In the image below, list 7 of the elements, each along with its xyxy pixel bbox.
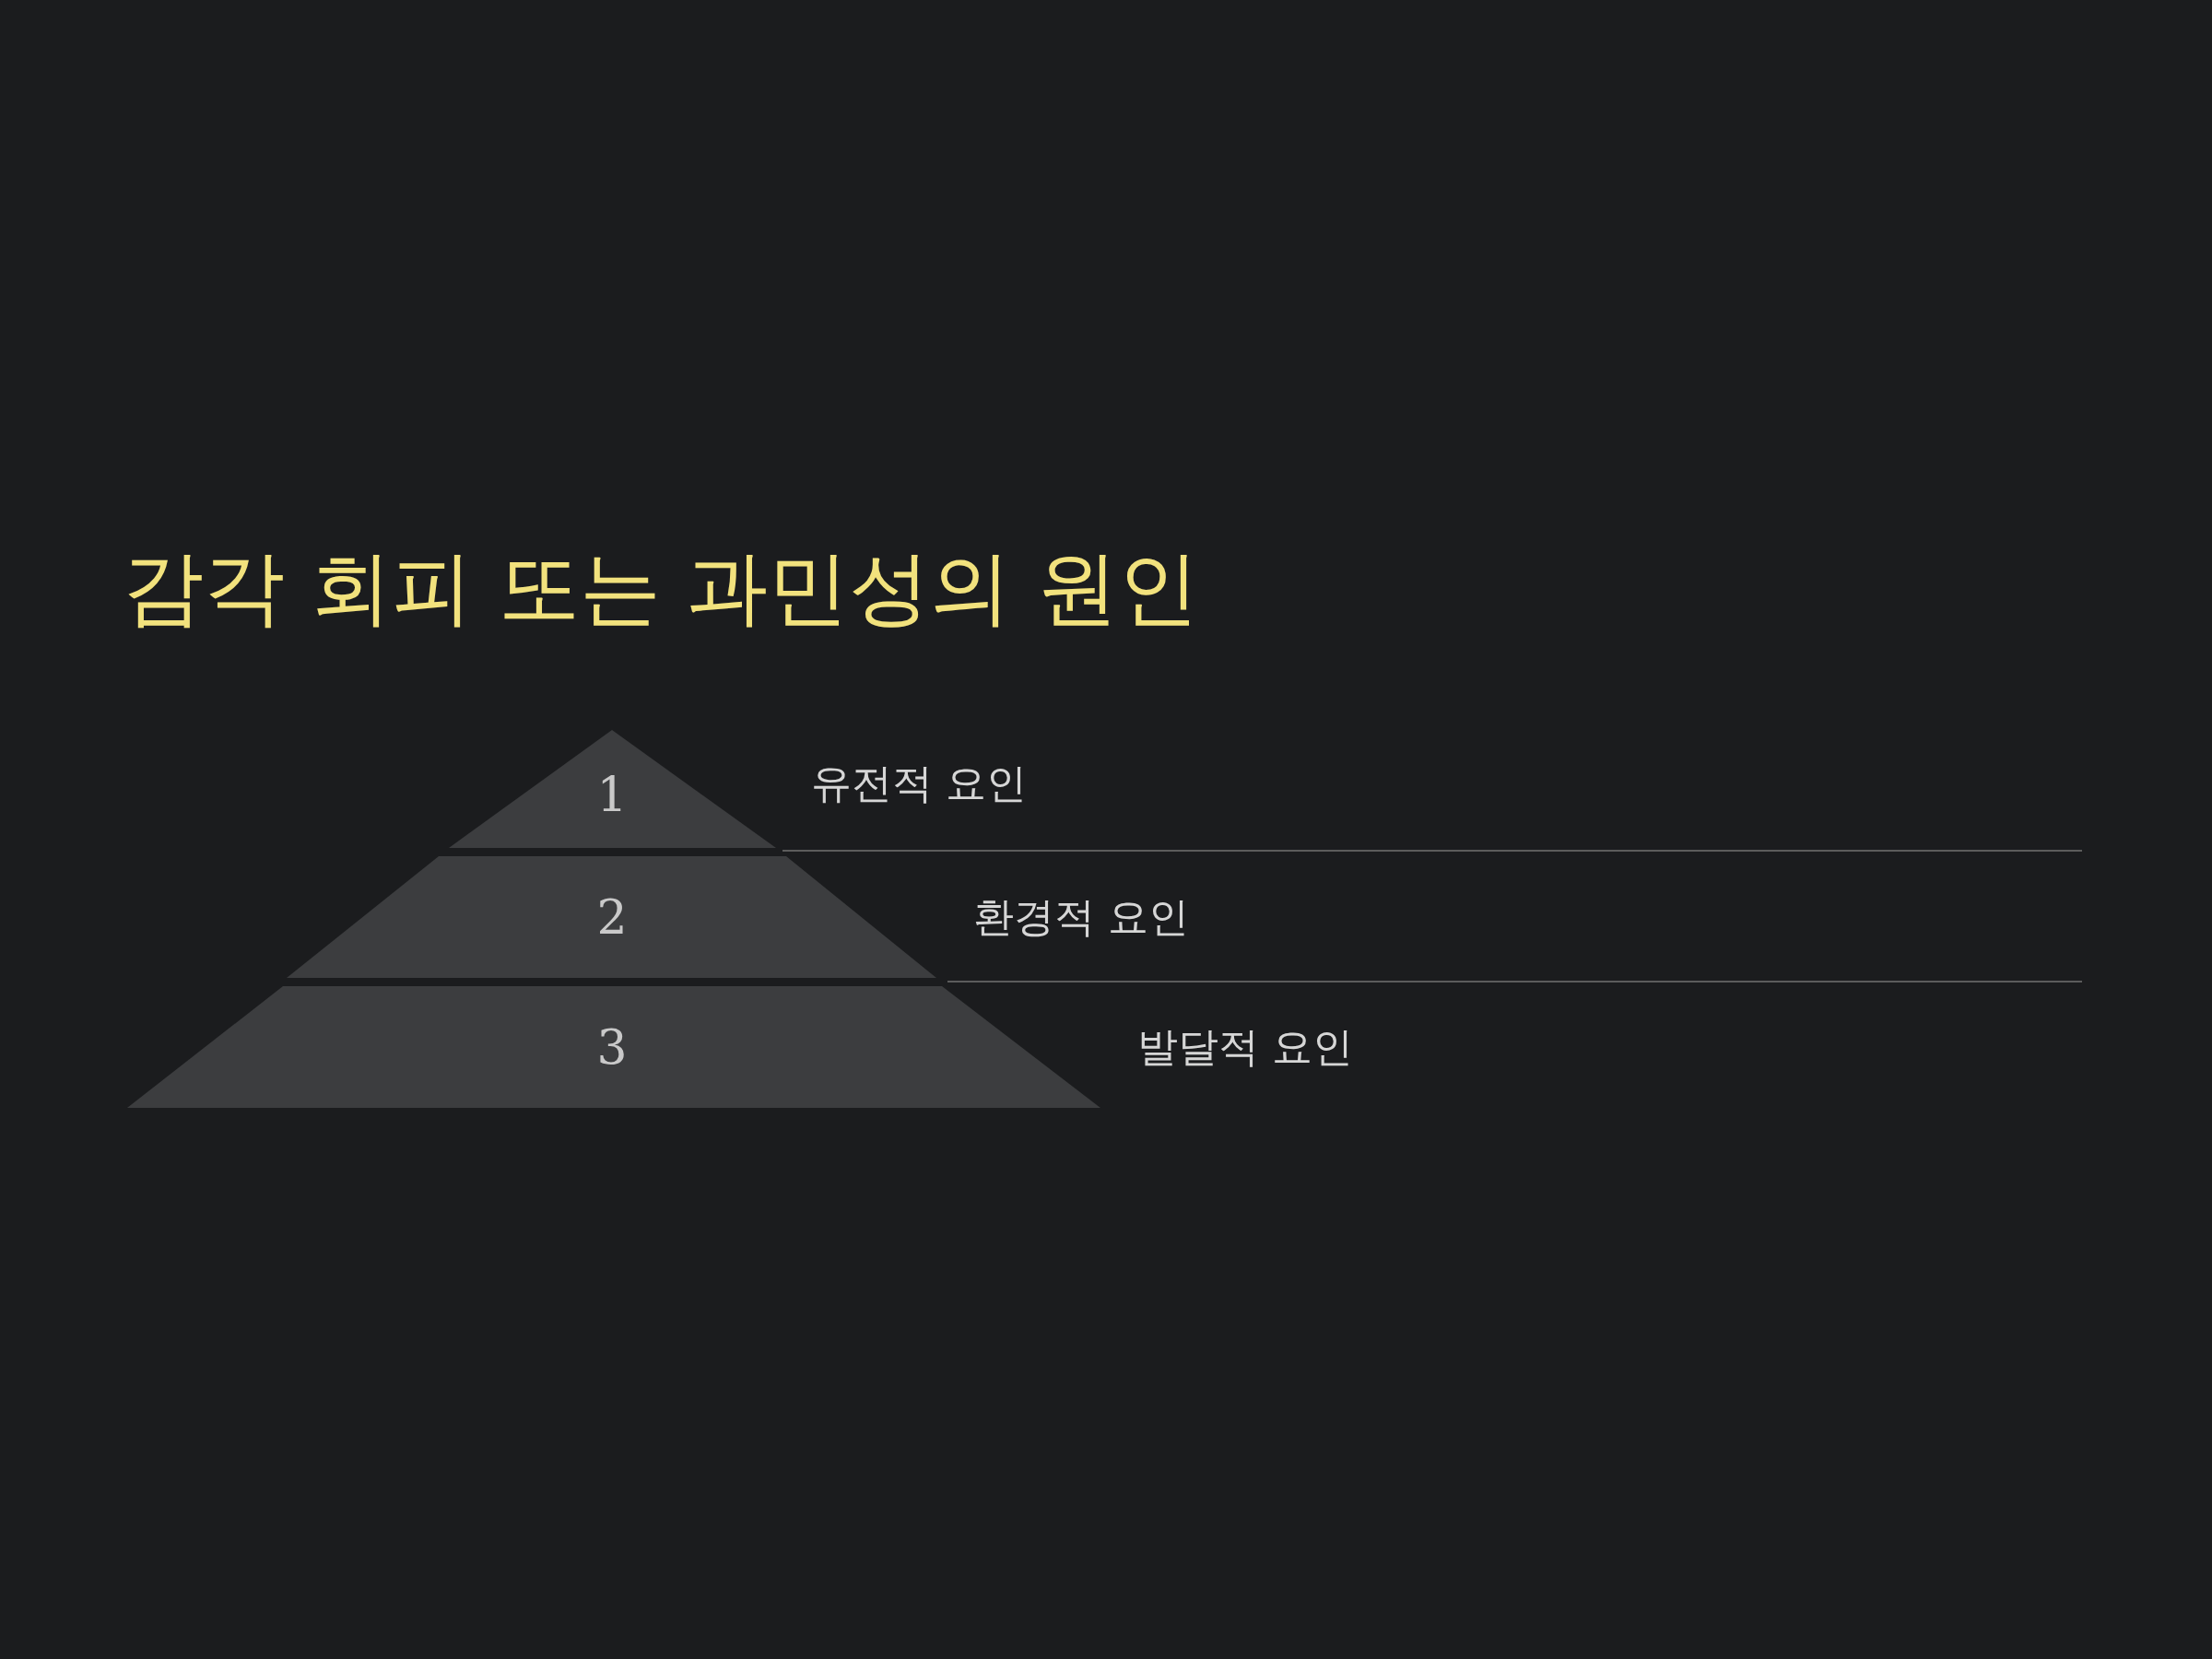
tier-number: 2 bbox=[596, 893, 628, 941]
tier-number: 1 bbox=[596, 771, 628, 819]
title: 감각 회피 또는 과민성의 원인 bbox=[123, 539, 1199, 637]
tier-number: 3 bbox=[596, 1023, 628, 1071]
tier-label: 유전적 요인 bbox=[811, 763, 1027, 804]
tier-label: 발달적 요인 bbox=[1137, 1027, 1353, 1067]
tier-label: 환경적 요인 bbox=[973, 897, 1189, 937]
